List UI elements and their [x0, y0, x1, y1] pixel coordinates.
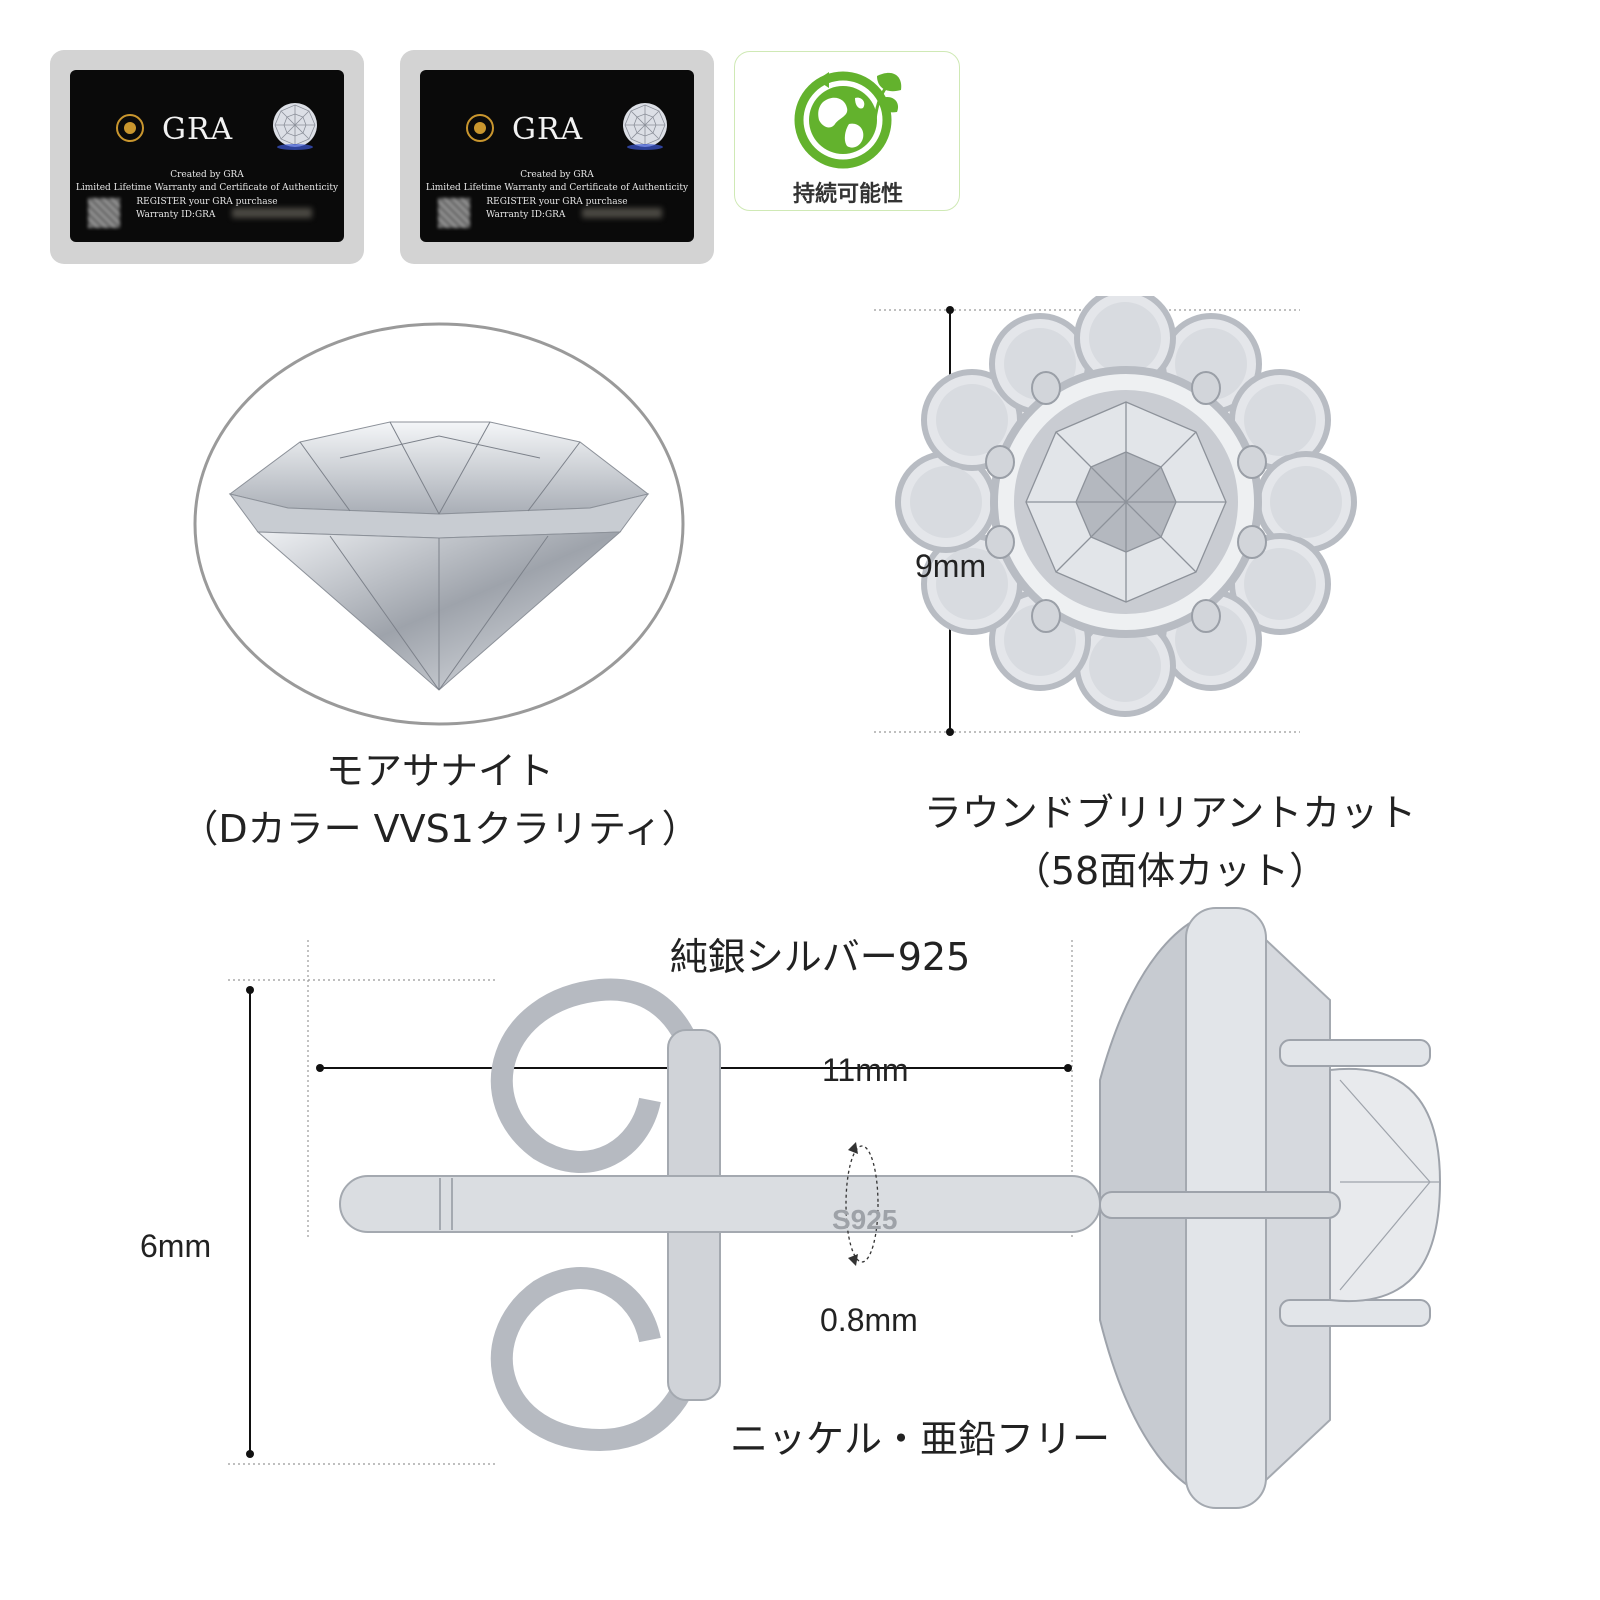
cut-spec: （58面体カット） [1012, 849, 1328, 893]
globe-leaf-icon [794, 71, 902, 169]
gra-certificate: GRA Created by GRA Limited Lifetime Warr… [420, 70, 694, 242]
cert-brand: GRA [162, 112, 234, 147]
cert-warranty-id: Warranty ID:GRA [486, 210, 566, 220]
earring-side-view [228, 907, 1442, 1509]
cert-brand: GRA [512, 112, 584, 147]
s925-stamp: S925 [832, 1204, 898, 1235]
diamond-icon [273, 103, 317, 150]
gra-seal-icon [466, 114, 494, 142]
qr-code [438, 198, 470, 228]
cert-line-register: REGISTER your GRA purchase [486, 197, 628, 207]
dimension-post-length-label: 11mm [822, 1052, 909, 1088]
cert-warranty-number-blurred [232, 208, 312, 218]
moissanite-stone-image [193, 322, 685, 726]
qr-code [88, 198, 120, 228]
nickel-zinc-free-label: ニッケル・亜鉛フリー [729, 1417, 1110, 1461]
sustainability-badge: 持続可能性 [734, 51, 960, 211]
cut-name: ラウンドブリリアントカット [923, 791, 1417, 835]
dimension-post-diameter-label: 0.8mm [820, 1302, 918, 1338]
dimension-back-height-label: 6mm [140, 1228, 212, 1264]
gra-certificate-card: GRA Created by GRA Limited Lifetime Warr… [400, 50, 714, 264]
cert-line-created: Created by GRA [170, 170, 244, 180]
cert-line-register: REGISTER your GRA purchase [136, 197, 278, 207]
cert-warranty-number-blurred [582, 208, 662, 218]
earring-front-view [874, 296, 1357, 736]
cert-line-warranty: Limited Lifetime Warranty and Certificat… [425, 183, 689, 193]
material-metal-label: 純銀シルバー925 [669, 935, 971, 979]
stone-name: モアサナイト [325, 749, 554, 793]
diamond-icon [623, 103, 667, 150]
sustainability-label: 持続可能性 [792, 182, 903, 207]
gra-seal-icon [116, 114, 144, 142]
dimension-height-label: 9mm [915, 548, 987, 584]
stone-spec: （Dカラー VVS1クラリティ） [180, 807, 700, 851]
gra-certificate-card: GRA Created by GRA Limited Lifetime Warr… [50, 50, 364, 264]
gra-certificate: GRA Created by GRA Limited Lifetime Warr… [70, 70, 344, 242]
cert-line-warranty: Limited Lifetime Warranty and Certificat… [75, 183, 339, 193]
cert-warranty-id: Warranty ID:GRA [136, 210, 216, 220]
cert-line-created: Created by GRA [520, 170, 594, 180]
